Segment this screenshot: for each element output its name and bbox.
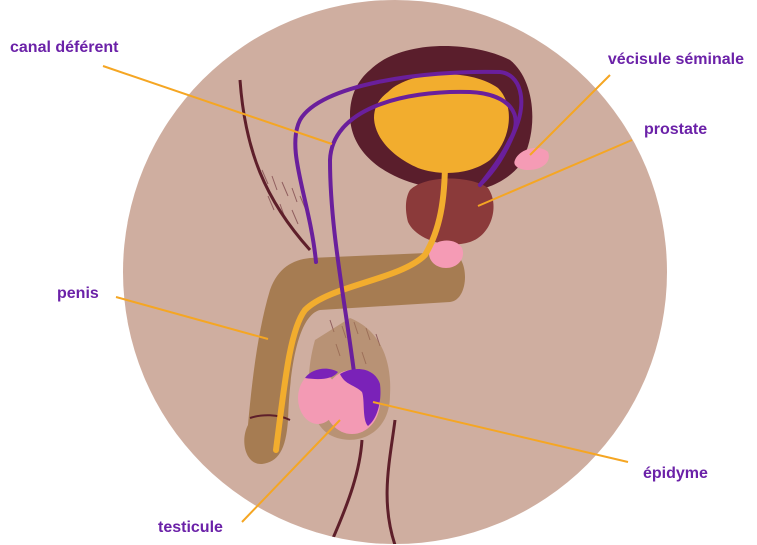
label-prostate: prostate	[644, 121, 707, 138]
label-vas-deferens: canal déférent	[10, 39, 119, 56]
label-testicle: testicule	[158, 519, 223, 536]
label-seminal-vesicle: vécisule séminale	[608, 51, 744, 68]
label-penis: penis	[57, 285, 99, 302]
label-epididymis: épidyme	[643, 465, 708, 482]
